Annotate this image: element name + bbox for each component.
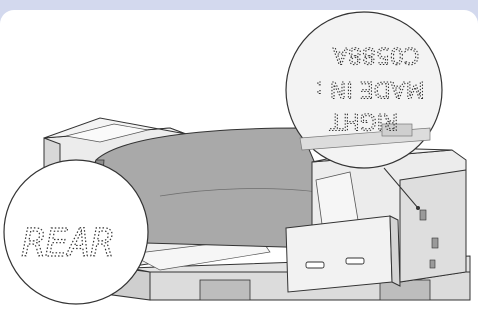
front-board <box>286 216 400 292</box>
callout-pointer <box>416 206 420 210</box>
handle-slot-left <box>306 262 324 268</box>
handle-slot-right <box>346 258 364 264</box>
packaging-illustration: REAR RIGHT MADE IN : C0588A <box>0 10 478 322</box>
rear-callout: REAR <box>4 160 148 304</box>
label-line-1: RIGHT <box>329 108 398 133</box>
rear-label: REAR <box>22 221 114 265</box>
label-line-2: MADE IN : <box>315 76 424 101</box>
label-line-3: C0588A <box>333 42 419 67</box>
label-callout: RIGHT MADE IN : C0588A <box>286 12 442 168</box>
illustration-panel: REAR RIGHT MADE IN : C0588A <box>0 10 478 322</box>
